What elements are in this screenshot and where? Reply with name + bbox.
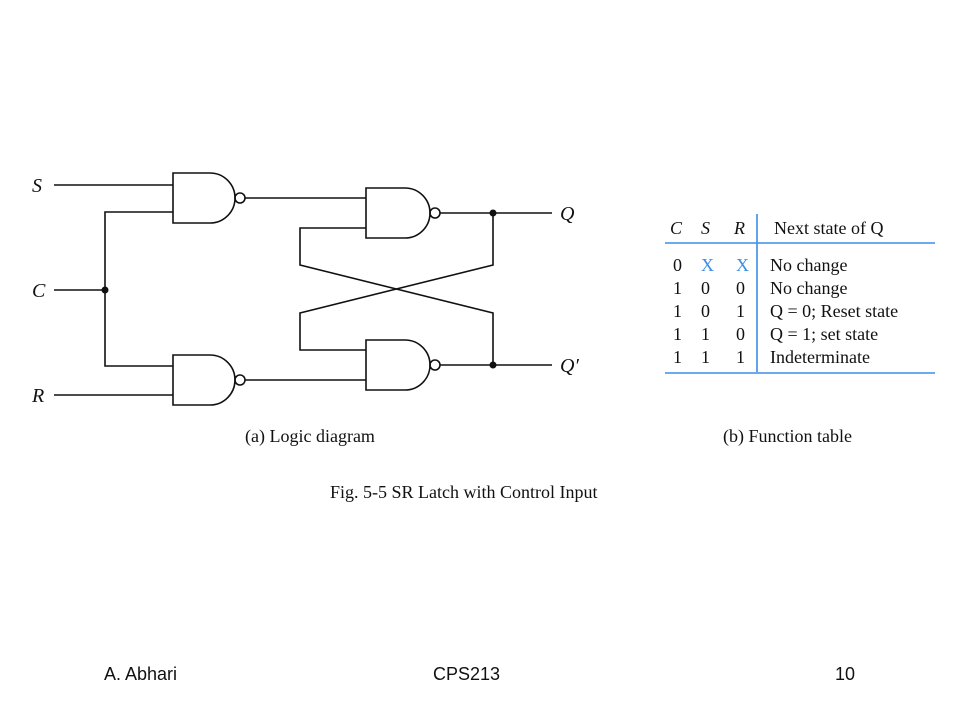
label-q: Q bbox=[560, 203, 575, 225]
label-q-prime: Q′ bbox=[560, 355, 579, 377]
label-s: S bbox=[32, 175, 42, 197]
table-header-r: R bbox=[733, 218, 745, 238]
table-cell-r: X bbox=[736, 255, 749, 275]
table-cell-next: Indeterminate bbox=[770, 347, 870, 367]
label-r: R bbox=[31, 385, 44, 407]
table-cell-s: X bbox=[701, 255, 714, 275]
feedback-q-prime bbox=[299, 227, 494, 365]
table-cell-next: Q = 1; set state bbox=[770, 324, 878, 344]
table-cell-c: 1 bbox=[673, 301, 682, 321]
table-cell-c: 1 bbox=[673, 347, 682, 367]
logic-diagram-caption: (a) Logic diagram bbox=[245, 426, 375, 447]
table-cell-s: 0 bbox=[701, 301, 710, 321]
function-table-caption: (b) Function table bbox=[723, 426, 852, 447]
nand-gate-3 bbox=[365, 187, 431, 239]
table-header-s: S bbox=[701, 218, 710, 238]
footer-page-number: 10 bbox=[835, 664, 856, 684]
nand-gate-4 bbox=[365, 339, 431, 391]
nand-bubble-4 bbox=[429, 359, 441, 371]
nand-gate-2 bbox=[172, 354, 236, 406]
table-cell-r: 0 bbox=[736, 278, 745, 298]
table-cell-s: 1 bbox=[701, 324, 710, 344]
footer-author: A. Abhari bbox=[104, 664, 178, 684]
table-cell-c: 0 bbox=[673, 255, 682, 275]
wire-c-down bbox=[104, 290, 173, 367]
table-cell-s: 0 bbox=[701, 278, 710, 298]
table-cell-s: 1 bbox=[701, 347, 710, 367]
junction-q-prime bbox=[489, 361, 497, 369]
figure-caption: Fig. 5-5 SR Latch with Control Input bbox=[330, 482, 598, 502]
table-cell-c: 1 bbox=[673, 324, 682, 344]
table-cell-next: Q = 0; Reset state bbox=[770, 301, 898, 321]
table-header-c: C bbox=[670, 218, 683, 238]
label-c: C bbox=[32, 280, 46, 302]
table-cell-c: 1 bbox=[673, 278, 682, 298]
junction-dots bbox=[101, 209, 497, 369]
table-header-next: Next state of Q bbox=[774, 218, 883, 238]
nand-bubble-1 bbox=[234, 192, 246, 204]
nand-gate-1 bbox=[172, 172, 236, 224]
feedback-q bbox=[299, 213, 494, 351]
table-cell-r: 1 bbox=[736, 301, 745, 321]
junction-q bbox=[489, 209, 497, 217]
junction-c bbox=[101, 286, 109, 294]
nand-bubble-2 bbox=[234, 374, 246, 386]
table-cell-next: No change bbox=[770, 255, 847, 275]
footer-course: CPS213 bbox=[433, 664, 501, 684]
table-cell-r: 1 bbox=[736, 347, 745, 367]
table-cell-next: No change bbox=[770, 278, 847, 298]
table-cell-r: 0 bbox=[736, 324, 745, 344]
logic-diagram bbox=[54, 172, 552, 406]
nand-bubble-3 bbox=[429, 207, 441, 219]
wire-c-up bbox=[104, 211, 173, 290]
